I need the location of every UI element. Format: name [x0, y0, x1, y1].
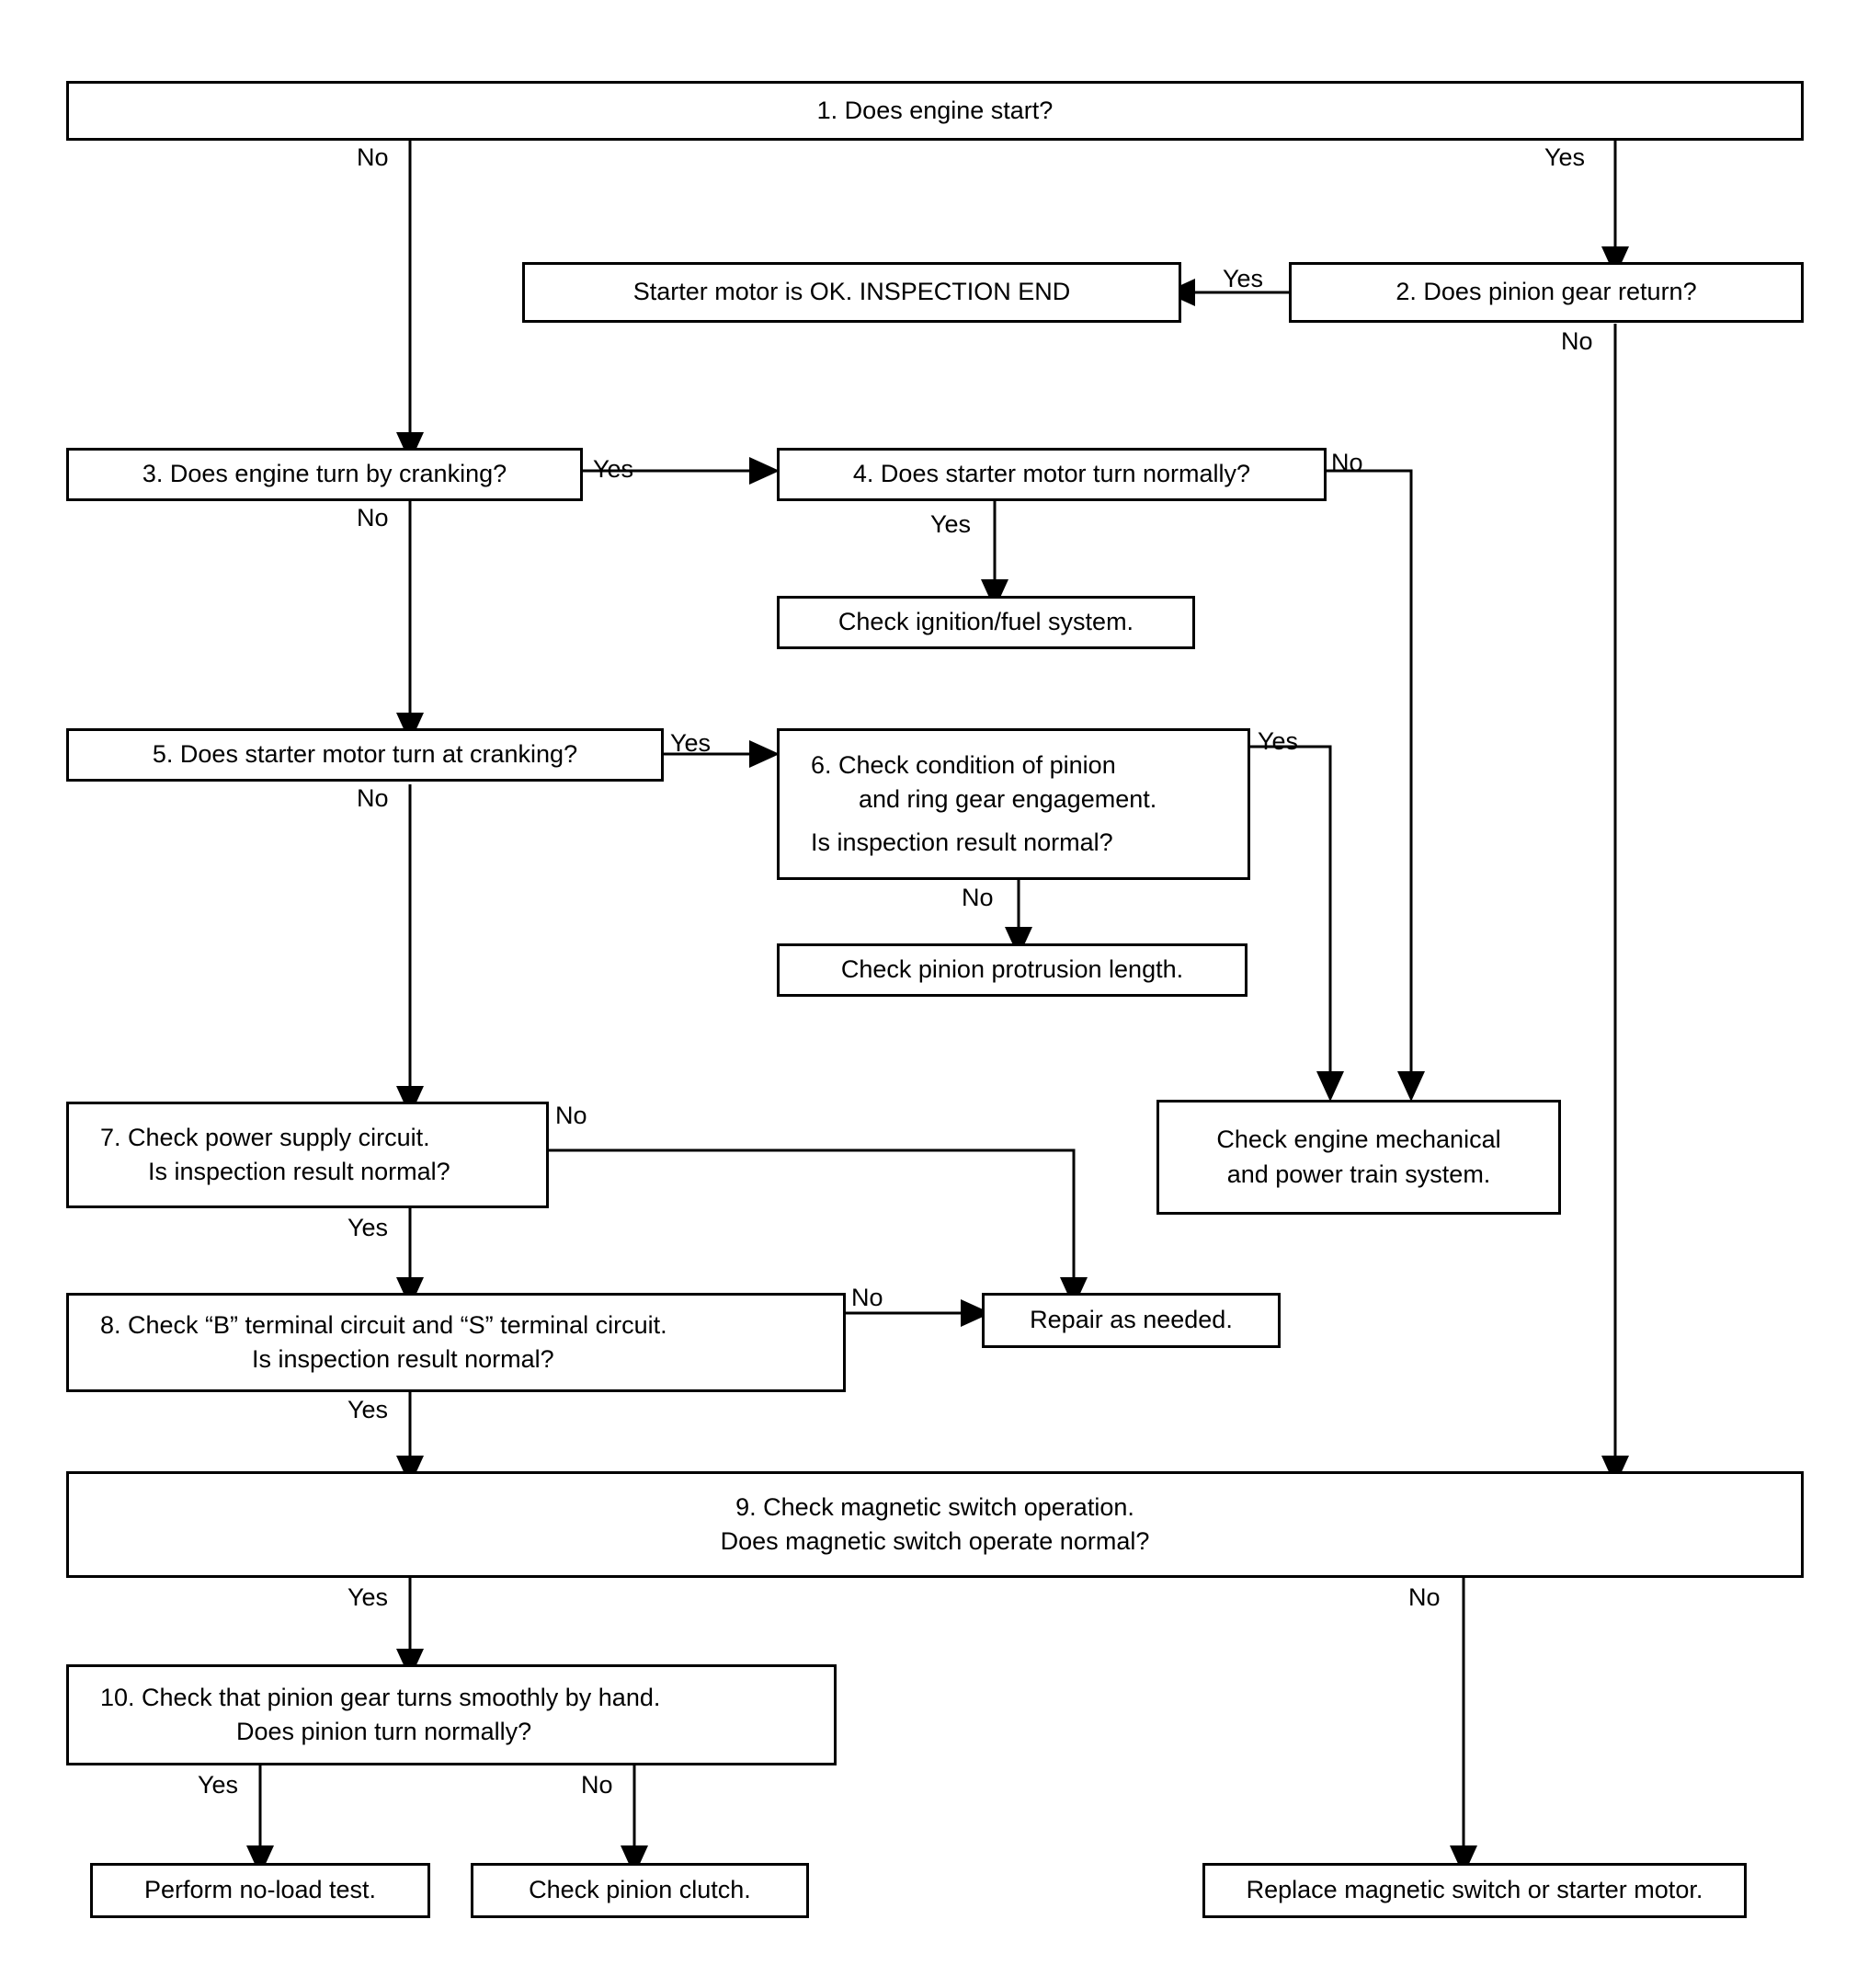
edge-label-6-yes: Yes [1258, 727, 1299, 755]
node-check-ignition-fuel-system[interactable]: Check ignition/fuel system. [777, 596, 1195, 649]
node-text-line-1: 7. Check power supply circuit. [100, 1123, 430, 1151]
edge-label-6-no: No [962, 884, 994, 911]
node-text-line-2: and ring gear engagement. [859, 784, 1157, 813]
node-5-does-starter-motor-turn-at-cranking[interactable]: 5. Does starter motor turn at cranking? [66, 728, 664, 782]
node-text: Check pinion clutch. [529, 1876, 751, 1904]
node-check-pinion-clutch[interactable]: Check pinion clutch. [471, 1863, 809, 1918]
node-perform-no-load-test[interactable]: Perform no-load test. [90, 1863, 430, 1918]
edge-label-2-no: No [1561, 327, 1593, 355]
node-text: 4. Does starter motor turn normally? [852, 460, 1251, 488]
edge-label-10-yes: Yes [198, 1771, 239, 1799]
node-4-does-starter-motor-turn-normally[interactable]: 4. Does starter motor turn normally? [777, 448, 1327, 501]
node-8-check-b-and-s-terminal-circuit[interactable]: 8. Check “B” terminal circuit and “S” te… [66, 1293, 846, 1392]
node-1-does-engine-start[interactable]: 1. Does engine start? [66, 81, 1804, 141]
node-text-line-2: Is inspection result normal? [252, 1345, 554, 1373]
edge-label-8-yes: Yes [347, 1396, 389, 1423]
edge-label-9-no: No [1408, 1583, 1441, 1611]
node-text-line-2: and power train system. [1226, 1160, 1491, 1188]
node-text: Starter motor is OK. INSPECTION END [632, 278, 1071, 306]
node-text-line-2: Does pinion turn normally? [236, 1718, 532, 1745]
edge-label-8-no: No [851, 1284, 883, 1311]
node-text-line-1: Check engine mechanical [1216, 1125, 1501, 1154]
edge-label-2-yes: Yes [1223, 265, 1264, 292]
edge-label-3-no: No [357, 504, 389, 531]
edge-label-5-yes: Yes [670, 729, 712, 757]
edge-label-5-no: No [357, 784, 389, 812]
edge-label-7-yes: Yes [347, 1214, 389, 1241]
node-replace-magnetic-switch-or-starter-motor[interactable]: Replace magnetic switch or starter motor… [1202, 1863, 1747, 1918]
edge-label-1-no: No [357, 143, 389, 171]
node-text-line-3: Is inspection result normal? [811, 828, 1113, 857]
node-6-check-pinion-ring-gear[interactable]: 6. Check condition of pinion and ring ge… [777, 728, 1250, 880]
node-text-line-1: 9. Check magnetic switch operation. [735, 1492, 1134, 1521]
node-text: Perform no-load test. [143, 1876, 377, 1904]
node-text-line-2: Is inspection result normal? [148, 1158, 450, 1185]
edge-label-4-yes: Yes [930, 510, 972, 538]
node-text-line-2: Does magnetic switch operate normal? [720, 1527, 1150, 1555]
node-text: Check pinion protrusion length. [840, 955, 1184, 984]
edge-6-yes [1250, 745, 1344, 1102]
edge-label-4-no: No [1331, 449, 1363, 476]
edge-label-7-no: No [555, 1102, 587, 1129]
node-text-line-1: 6. Check condition of pinion [811, 750, 1116, 779]
node-text: 3. Does engine turn by cranking? [142, 460, 507, 488]
edge-label-3-yes: Yes [593, 455, 634, 483]
node-10-check-pinion-gear-turns-smoothly[interactable]: 10. Check that pinion gear turns smoothl… [66, 1664, 837, 1765]
edge-label-1-yes: Yes [1544, 143, 1586, 171]
node-2-does-pinion-gear-return[interactable]: 2. Does pinion gear return? [1289, 262, 1804, 323]
node-text: Check ignition/fuel system. [837, 608, 1134, 636]
node-text: 2. Does pinion gear return? [1396, 278, 1697, 306]
edge-7-no [549, 1148, 1088, 1308]
node-repair-as-needed[interactable]: Repair as needed. [982, 1293, 1281, 1348]
node-starter-motor-ok[interactable]: Starter motor is OK. INSPECTION END [522, 262, 1181, 323]
edge-label-10-no: No [581, 1771, 613, 1799]
node-text: 1. Does engine start? [816, 96, 1054, 124]
node-text-line-1: 8. Check “B” terminal circuit and “S” te… [100, 1310, 667, 1339]
node-text-line-1: 10. Check that pinion gear turns smoothl… [100, 1683, 661, 1711]
node-3-does-engine-turn-by-cranking[interactable]: 3. Does engine turn by cranking? [66, 448, 583, 501]
node-check-engine-mechanical-power-train[interactable]: Check engine mechanical and power train … [1156, 1100, 1561, 1215]
edge-4-no [1327, 469, 1425, 1102]
node-text: 5. Does starter motor turn at cranking? [152, 740, 578, 769]
node-check-pinion-protrusion-length[interactable]: Check pinion protrusion length. [777, 943, 1247, 997]
node-7-check-power-supply-circuit[interactable]: 7. Check power supply circuit. Is inspec… [66, 1102, 549, 1208]
node-9-check-magnetic-switch-operation[interactable]: 9. Check magnetic switch operation. Does… [66, 1471, 1804, 1578]
node-text: Repair as needed. [1030, 1306, 1233, 1334]
node-text: Replace magnetic switch or starter motor… [1246, 1876, 1703, 1904]
edge-label-9-yes: Yes [347, 1583, 389, 1611]
